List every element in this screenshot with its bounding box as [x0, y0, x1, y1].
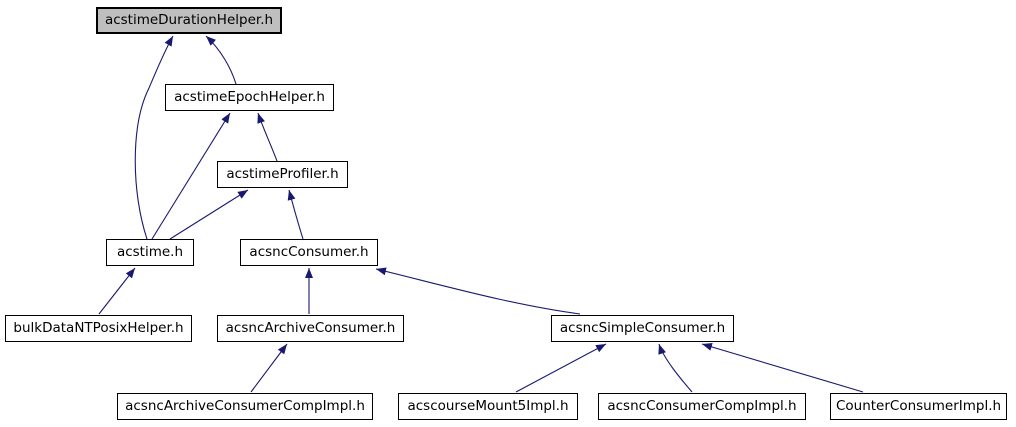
node-CounterConsumerImpl[interactable]: CounterConsumerImpl.h [830, 393, 1007, 420]
node-acstimeEpochHelper[interactable]: acstimeEpochHelper.h [165, 84, 334, 111]
edge-acstime-to-acstimeDurationHelper [134, 35, 174, 240]
edge-acscourseMount5Impl-to-acsncSimpleConsumer [515, 343, 607, 393]
edge-acsncSimpleConsumer-to-acsncConsumer [375, 267, 581, 315]
node-acsncSimpleConsumer[interactable]: acsncSimpleConsumer.h [551, 315, 734, 342]
node-acsncArchiveConsumer[interactable]: acsncArchiveConsumer.h [217, 315, 404, 342]
edge-acstime-to-acstimeProfiler [169, 189, 249, 240]
node-acsncConsumerCompImpl[interactable]: acsncConsumerCompImpl.h [598, 393, 806, 420]
edge-CounterConsumerImpl-to-acsncSimpleConsumer [701, 343, 864, 393]
edge-acsncConsumer-to-acstimeProfiler [287, 189, 304, 240]
node-acstimeProfiler[interactable]: acstimeProfiler.h [217, 161, 348, 188]
node-acsncConsumer[interactable]: acsncConsumer.h [240, 239, 378, 266]
node-acstimeDurationHelper: acstimeDurationHelper.h [96, 7, 282, 34]
node-acsncArchiveConsumerCompImpl[interactable]: acsncArchiveConsumerCompImpl.h [117, 393, 373, 420]
node-bulkDataNTPosixHelper[interactable]: bulkDataNTPosixHelper.h [5, 315, 192, 342]
edge-acsncArchiveConsumerCompImpl-to-acsncArchiveConsumer [250, 343, 288, 393]
edge-bulkDataNTPosixHelper-to-acstime [98, 267, 136, 315]
edge-acstimeProfiler-to-acstimeEpochHelper [257, 112, 278, 162]
node-acstime[interactable]: acstime.h [106, 239, 194, 266]
node-acscourseMount5Impl[interactable]: acscourseMount5Impl.h [398, 393, 578, 420]
edge-acsncConsumerCompImpl-to-acsncSimpleConsumer [658, 343, 693, 393]
edge-acstimeEpochHelper-to-acstimeDurationHelper [205, 35, 237, 85]
